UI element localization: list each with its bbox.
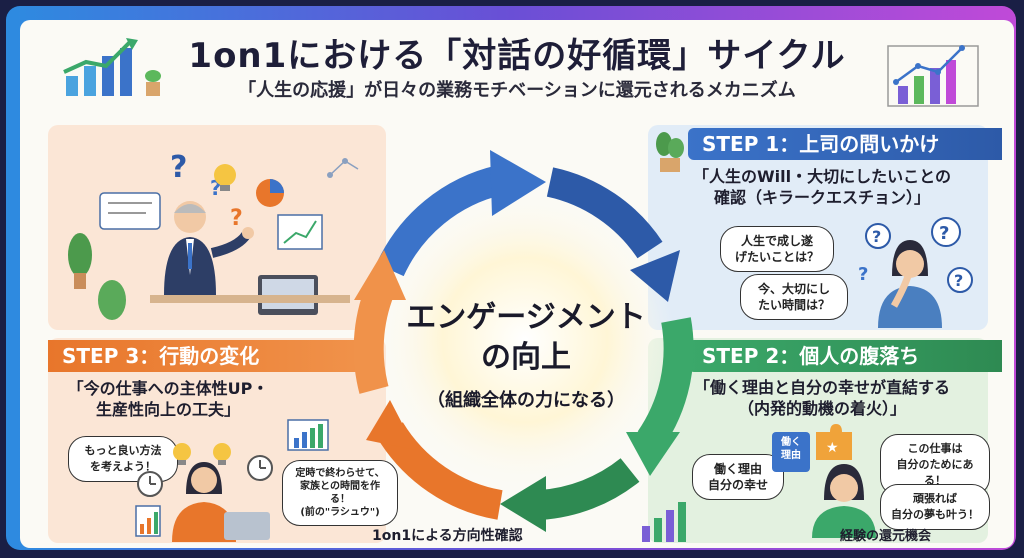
chart-board-icon <box>287 419 329 451</box>
svg-text:?: ? <box>230 206 243 231</box>
svg-text:?: ? <box>939 223 949 244</box>
line-graph-icon <box>887 45 979 107</box>
step3-banner: STEP 3：行動の変化 <box>48 340 362 372</box>
growth-chart-icon <box>63 38 161 96</box>
outer-frame: 1on1における「対話の好循環」サイクル 「人生の応援」が日々の業務モチベーショ… <box>6 6 1016 550</box>
svg-text:?: ? <box>872 227 881 246</box>
step3-bubble-2: 定時で終わらせて、 家族との時間を作る！ (前の"ラシュウ") <box>282 460 398 526</box>
svg-text:?: ? <box>210 176 222 200</box>
step1-bubble-1: 人生で成し遂 げたいことは？ <box>720 226 834 272</box>
manager-illustration: ? ? ? <box>68 150 359 320</box>
working-woman-illustration <box>135 443 273 542</box>
thinking-woman-illustration: ? ? ? ? <box>858 217 973 328</box>
step3-bubble-1: もっと良い方法 を考えよう！ <box>68 436 178 482</box>
step2-banner: STEP 2：個人の腹落ち <box>688 340 1002 372</box>
svg-text:?: ? <box>954 271 963 290</box>
step1-text: 「人生のWill・大切にしたいことの 確認（キラークエスチョン）」 <box>693 167 951 207</box>
page-title: 1on1における「対話の好循環」サイクル <box>188 36 846 76</box>
center-subtitle: （組織全体の力になる） <box>427 390 625 411</box>
bar-chart-icon <box>642 502 686 542</box>
puzzle-piece-label: 働く 理由 <box>772 432 810 472</box>
center-title: エンゲージメント の向上 <box>406 300 646 375</box>
step1-banner: STEP 1：上司の問いかけ <box>688 128 1002 160</box>
svg-text:?: ? <box>858 264 868 285</box>
step2-bubble-3: 頑張れば 自分の夢も叶う！ <box>880 484 990 530</box>
page-subtitle: 「人生の応援」が日々の業務モチベーションに還元されるメカニズム <box>238 80 796 101</box>
svg-text:★: ★ <box>826 440 839 456</box>
step2-caption: 経験の還元機会 <box>840 529 932 544</box>
plant-icon <box>656 132 684 172</box>
blue-arrow-head <box>490 150 546 216</box>
svg-text:?: ? <box>170 150 187 185</box>
step3-text: 「今の仕事への主体性UP・ 生産性向上の工夫」 <box>67 379 269 419</box>
cycle-diagram <box>353 150 694 532</box>
step2-bubble-1: 働く理由 自分の幸せ <box>692 454 784 500</box>
step2-text: 「働く理由と自分の幸せが直結する （内発的動機の着火）」 <box>693 378 950 418</box>
puzzle-icon: ★ <box>816 424 852 460</box>
happy-woman-illustration <box>812 464 876 538</box>
infographic: 1on1における「対話の好循環」サイクル 「人生の応援」が日々の業務モチベーショ… <box>20 20 1014 548</box>
step1-bubble-2: 今、大切にし たい時間は？ <box>740 274 848 320</box>
bottom-caption: 1on1による方向性確認 <box>372 528 523 544</box>
